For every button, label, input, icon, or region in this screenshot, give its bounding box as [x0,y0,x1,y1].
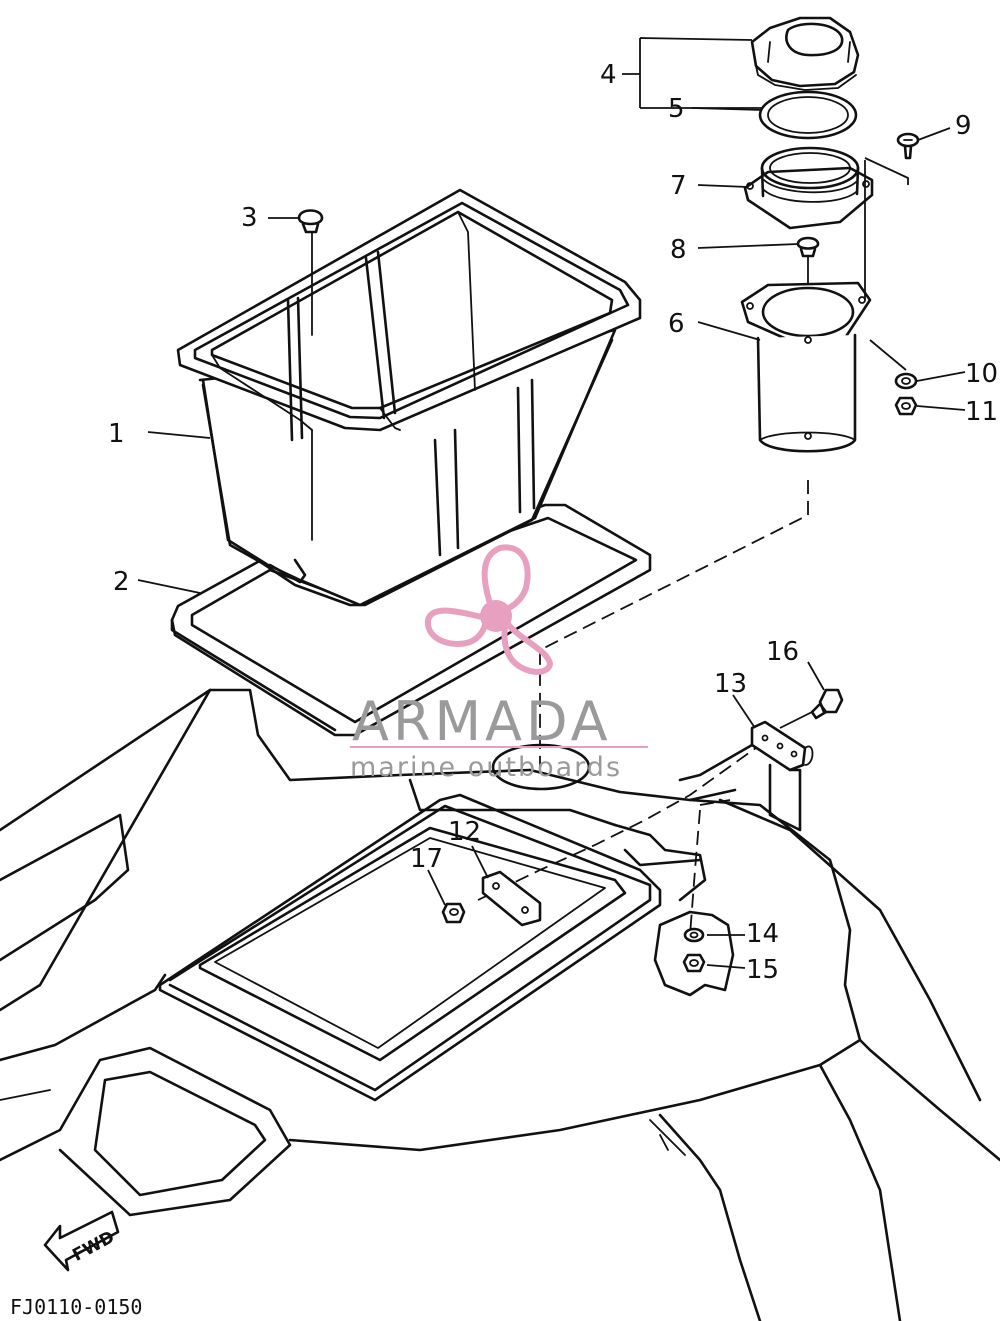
watermark-tagline: marine outboards [350,752,622,783]
part-5-o-ring [758,90,858,140]
propeller-logo-icon [424,544,554,675]
part-3-clip [297,209,324,336]
callout-numbers: 1 2 3 4 5 6 7 8 9 10 11 12 13 14 15 16 1… [108,60,998,985]
callout-5: 5 [668,94,685,124]
callout-14: 14 [746,919,779,949]
callout-17: 17 [410,844,443,874]
callout-6: 6 [668,309,685,339]
part-10-washer [869,339,918,390]
assembly-dashed-lines [311,335,809,936]
callout-9: 9 [955,111,972,141]
part-7-filler-neck [743,146,874,230]
watermark-brand: ARMADA [352,690,612,753]
callout-12: 12 [448,817,481,847]
callout-leader-lines [137,37,966,969]
part-16-bolt [779,688,844,729]
part-12-strap [481,870,542,927]
part-14-washer [683,927,705,943]
callout-15: 15 [746,955,779,985]
deck-opening [491,743,591,791]
fwd-arrow-icon: FWD [43,1210,120,1272]
callout-2: 2 [113,567,130,597]
part-11-nut [894,396,918,416]
hull-patch-14-15 [653,910,735,997]
drawing-code: FJ0110-0150 [10,1295,142,1319]
callout-13: 13 [714,669,747,699]
callout-10: 10 [965,359,998,389]
callout-4: 4 [600,60,617,90]
armada-watermark: ARMADA marine outboards [350,544,648,783]
callout-8: 8 [670,235,687,265]
part-15-nut [682,953,706,973]
part-9-screw [864,132,920,300]
watermark-rule [350,746,648,748]
part-6-canister [740,281,872,453]
callout-16: 16 [766,637,799,667]
part-4-filler-cap [750,16,860,91]
callout-1: 1 [108,419,125,449]
hull-deck-outline [0,688,1000,1321]
part-1-storage-box [176,188,642,607]
part-13-bracket [678,720,814,832]
part-17-bolt [441,902,466,924]
callout-3: 3 [241,203,258,233]
callout-7: 7 [670,171,687,201]
callout-11: 11 [965,397,998,427]
deck-hatch-frame [158,793,662,1102]
